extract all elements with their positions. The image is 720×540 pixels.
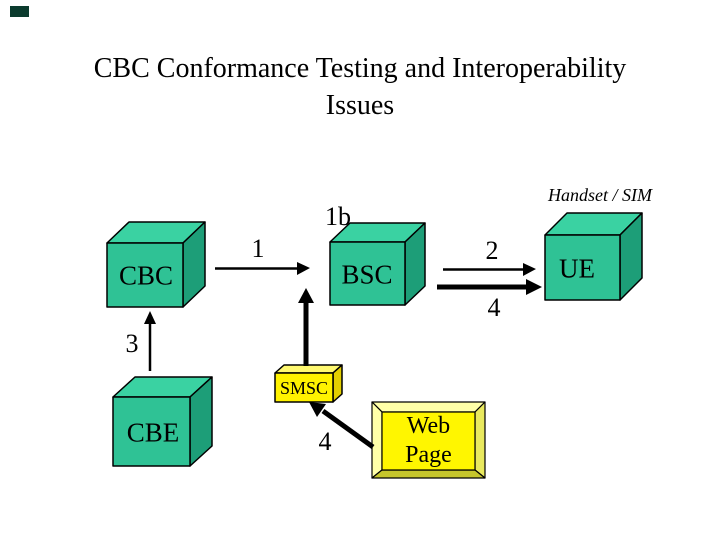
bsc-cube xyxy=(329,222,426,306)
web-page-label-line-2: Page xyxy=(405,442,452,468)
web-page-bevel-right xyxy=(474,401,486,479)
edge-label-1: 1 xyxy=(251,234,265,263)
smsc-box-front-face xyxy=(274,372,334,403)
ue-cube xyxy=(544,212,643,301)
edge-label-4-web: 4 xyxy=(318,427,332,456)
web-page-label: Web Page xyxy=(382,412,475,470)
edge-label-3: 3 xyxy=(125,329,139,358)
smsc-box-top-face xyxy=(274,364,343,374)
smsc-label: SMSC xyxy=(279,378,329,398)
cbe-cube xyxy=(112,376,213,467)
edge-label-2: 2 xyxy=(485,236,499,265)
handset-sim-label: Handset / SIM xyxy=(548,185,652,205)
corner-mark xyxy=(10,6,29,17)
web-page-bevel-left xyxy=(371,401,383,479)
ue-label: UE xyxy=(559,253,595,284)
cbe-cube-front-face xyxy=(112,396,191,467)
arrowhead-bsc-to-ue-lower xyxy=(526,279,542,295)
arrowhead-smsc-to-bsc xyxy=(298,288,314,303)
arrowhead-cbc-to-bsc xyxy=(297,262,310,275)
arrowhead-cbe-to-cbc xyxy=(144,311,156,324)
arrowhead-webpage-to-smsc xyxy=(309,402,326,417)
slide-title: CBC Conformance Testing and Interoperabi… xyxy=(20,50,700,124)
edge-label-4-radio: 4 xyxy=(487,293,501,322)
web-page-label-line-1: Web xyxy=(406,413,451,439)
web-page-inner-face xyxy=(381,411,476,471)
cbc-label: CBC xyxy=(118,260,174,291)
ue-cube-front-face xyxy=(544,234,621,301)
cbc-cube-front-face xyxy=(106,242,184,308)
arrow-webpage-to-smsc xyxy=(321,408,375,450)
title-line-2: Issues xyxy=(325,90,395,121)
arrows xyxy=(144,262,542,450)
edge-label-1b: 1b xyxy=(325,202,351,231)
title-line-1: CBC Conformance Testing and Interoperabi… xyxy=(93,53,627,84)
cbc-cube xyxy=(106,221,206,308)
cbe-label: CBE xyxy=(126,417,180,448)
web-page-box xyxy=(371,401,486,479)
smsc-box xyxy=(274,364,343,403)
bsc-label: BSC xyxy=(341,259,393,290)
bsc-cube-front-face xyxy=(329,241,406,306)
web-page-bevel-top xyxy=(371,401,486,413)
arrowhead-bsc-to-ue-upper xyxy=(523,263,536,276)
web-page-bevel-bottom xyxy=(371,469,486,479)
